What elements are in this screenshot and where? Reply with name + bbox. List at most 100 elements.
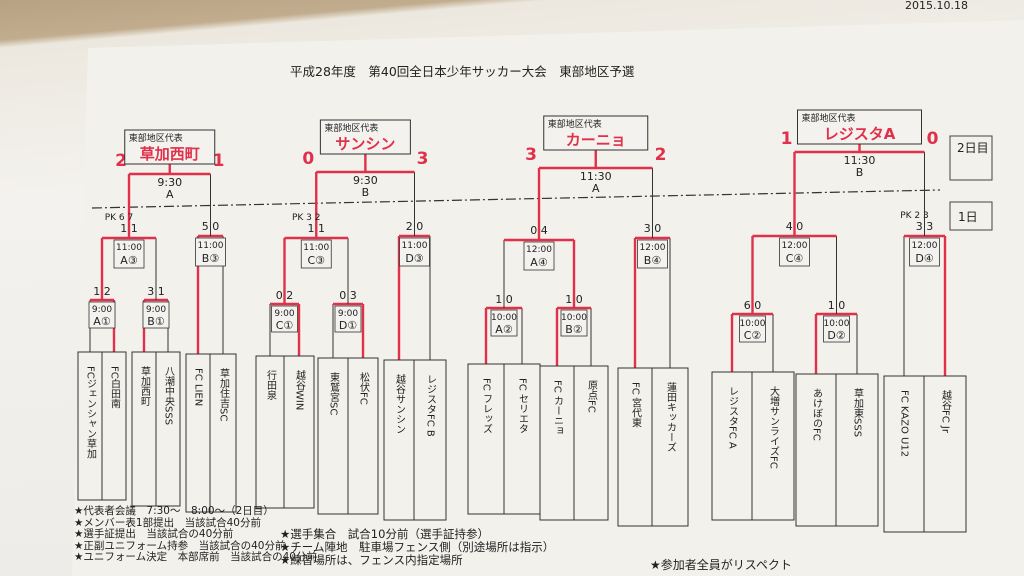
- day-one-label: 1日: [958, 210, 978, 224]
- team-box: [283, 355, 315, 509]
- team-box: [835, 373, 879, 527]
- day-label-box: 2日目 1日: [949, 135, 993, 231]
- match-label: A①: [93, 315, 111, 328]
- pk-score: PK 3 2: [292, 213, 321, 223]
- handwritten-score: 0: [927, 129, 939, 149]
- date-stamp: 2015.10.18: [905, 0, 968, 12]
- match-time: 11:00: [402, 241, 428, 251]
- match-time: 10:00: [561, 313, 587, 323]
- match-time: 9:00: [338, 309, 358, 319]
- match-score: 3 3: [916, 220, 934, 233]
- match-label: B①: [147, 315, 165, 328]
- team-box: [573, 365, 609, 521]
- match-box: [823, 315, 850, 343]
- team-name: あけぼのFC: [811, 388, 823, 441]
- match-label: D④: [915, 252, 933, 265]
- team-name: 越谷サンシン: [394, 373, 406, 434]
- pk-score: PK 2 3: [900, 211, 929, 221]
- match-box: [88, 301, 116, 329]
- final-label: A: [166, 188, 174, 201]
- team-name: FC フレッズ: [481, 378, 493, 434]
- match-box: [113, 239, 145, 269]
- final-time: 9:30: [353, 174, 378, 187]
- final-label: B: [362, 186, 370, 199]
- page-title: 平成28年度 第40回全日本少年サッカー大会 東部地区予選: [290, 64, 635, 79]
- match-box: [909, 237, 940, 267]
- team-box: [413, 359, 447, 521]
- match-box: [637, 239, 668, 269]
- representative-label: 東部地区代表: [324, 122, 378, 134]
- team-name: FCジェンシャン草加: [85, 366, 97, 459]
- match-label: A③: [120, 254, 138, 267]
- team-name: レジスタFC B: [425, 374, 437, 437]
- note-line: ★練習場所は、フェンス内指定場所: [280, 553, 463, 567]
- match-score: 0 4: [530, 224, 548, 237]
- match-box: [560, 309, 588, 337]
- match-box: [271, 305, 298, 333]
- team-box: [209, 353, 237, 513]
- team-name: 草加東SSS: [852, 388, 864, 437]
- match-box: [399, 237, 430, 267]
- match-label: B④: [644, 254, 662, 267]
- match-score: 1 1: [308, 222, 326, 235]
- team-name: 八潮中央SSS: [163, 366, 175, 425]
- handwritten-score: 3: [417, 149, 429, 169]
- note-line: ★チーム陣地 駐車場フェンス側（別途場所は指示）: [280, 540, 555, 554]
- representative-label: 東部地区代表: [129, 132, 183, 144]
- representative-team: レジスタA: [824, 125, 896, 143]
- match-label: D③: [405, 252, 423, 265]
- match-score: 5 0: [202, 220, 220, 233]
- team-box: [155, 351, 181, 507]
- match-box: [779, 237, 810, 267]
- match-time: 12:00: [782, 241, 808, 251]
- team-name: FC セリエタ: [517, 378, 529, 434]
- match-score: 0 3: [339, 289, 357, 302]
- paper: [72, 20, 1024, 576]
- note-line: ★メンバー表1部提出 当該試合40分前: [74, 516, 261, 529]
- team-name: レジスタFC A: [727, 386, 739, 449]
- match-score: 2 0: [406, 220, 424, 233]
- team-box: [101, 351, 127, 501]
- match-score: 3 1: [147, 285, 165, 298]
- day-divider: [91, 189, 941, 209]
- note-line: ★代表者会議 7:30～ 8:00～（2日目）: [74, 505, 274, 517]
- match-label: B②: [565, 323, 583, 336]
- handwritten-score: 2: [655, 145, 667, 165]
- match-label: C④: [786, 252, 804, 265]
- team-name: 草加住吉SC: [218, 368, 230, 422]
- match-score: 1 0: [828, 299, 846, 312]
- representative-team: サンシン: [335, 135, 395, 153]
- representative-team: 草加西町: [140, 145, 200, 163]
- representative-box: [797, 109, 922, 145]
- match-time: 10:00: [491, 313, 517, 323]
- match-box: [739, 315, 766, 343]
- handwritten-score: 0: [302, 149, 314, 169]
- team-name: 大増サンライズFC: [768, 385, 780, 469]
- final-time: 9:30: [157, 176, 182, 189]
- match-box: [490, 309, 518, 337]
- match-score: 4 0: [786, 220, 804, 233]
- final-time: 11:30: [580, 170, 612, 183]
- match-time: 11:00: [303, 243, 329, 253]
- team-name: FC カーニョ: [552, 380, 563, 436]
- match-score: 0 2: [276, 289, 294, 302]
- final-label: A: [592, 182, 600, 195]
- match-time: 9:00: [92, 305, 112, 315]
- team-name: 草加西町: [139, 366, 151, 406]
- team-name: 越谷WIN: [294, 369, 306, 411]
- team-box: [751, 371, 795, 521]
- match-label: C①: [276, 319, 294, 332]
- note-line: ★選手集合 試合10分前（選手証持参）: [280, 527, 489, 541]
- match-label: B③: [202, 252, 220, 265]
- match-time: 12:00: [640, 243, 666, 253]
- match-box: [195, 237, 226, 267]
- team-name: FC白田南: [109, 366, 121, 409]
- match-box: [523, 241, 555, 271]
- final-label: B: [856, 166, 864, 179]
- match-time: 11:00: [198, 241, 224, 251]
- team-name: 東鷲宮SC: [328, 371, 340, 416]
- match-label: C③: [307, 254, 325, 267]
